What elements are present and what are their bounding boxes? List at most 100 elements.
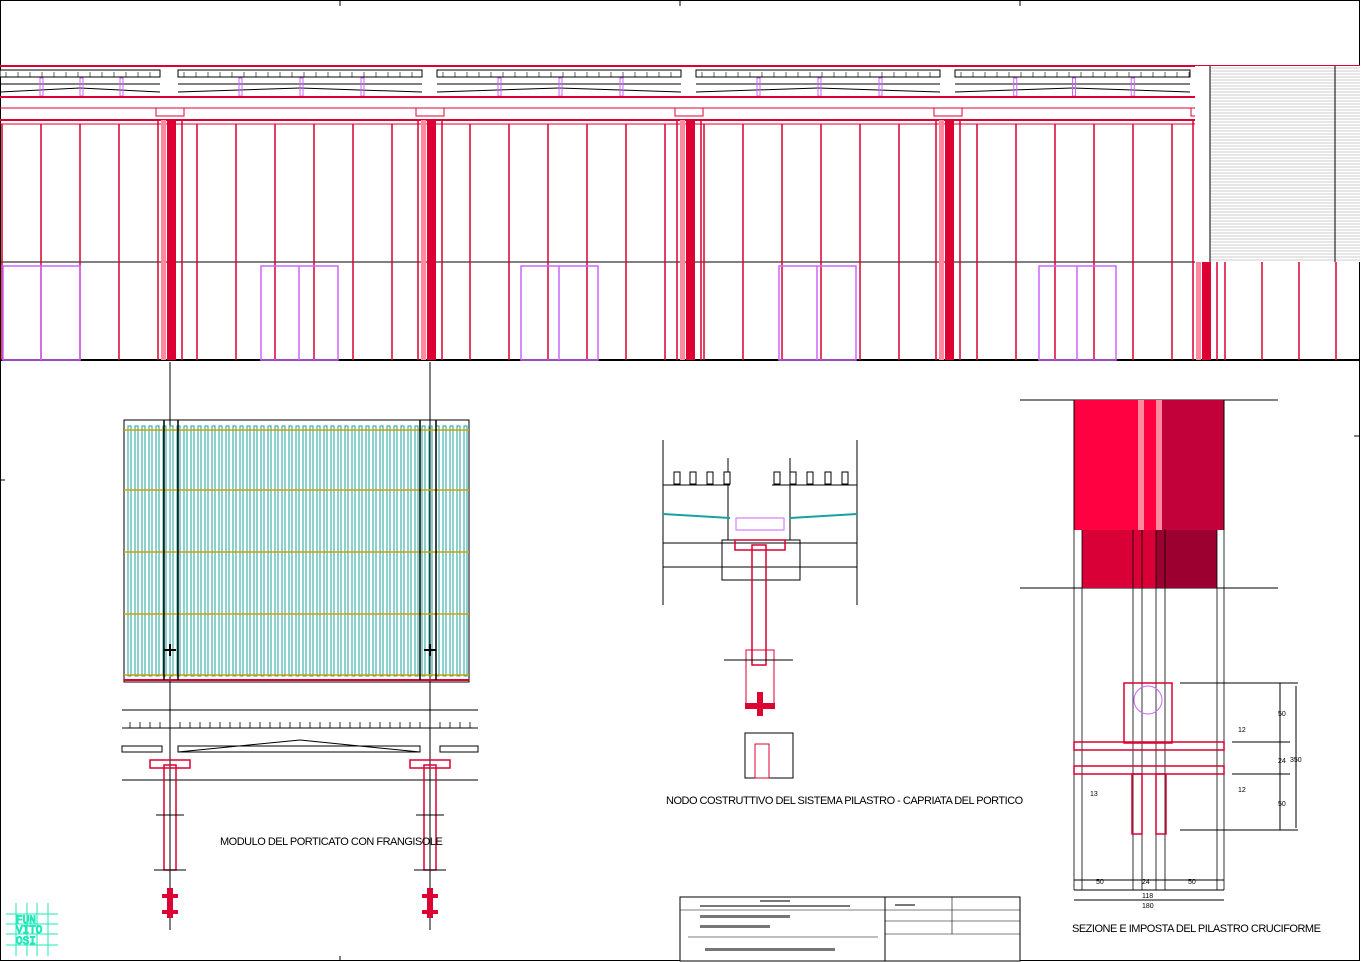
louver	[330, 425, 335, 677]
purlin	[689, 471, 697, 485]
louver	[218, 425, 223, 677]
louver	[239, 425, 244, 677]
louver	[253, 425, 258, 677]
glass-support	[299, 77, 304, 97]
louver	[127, 425, 132, 677]
column-truss-node-detail	[662, 440, 858, 779]
louver	[407, 425, 412, 677]
louver	[351, 425, 356, 677]
louver	[449, 425, 454, 677]
column-head	[149, 759, 191, 769]
dim-base-left: 50	[1096, 879, 1104, 886]
louver	[169, 425, 174, 677]
louver	[183, 425, 188, 677]
louver	[372, 425, 377, 677]
glass-support	[39, 77, 44, 97]
column	[945, 120, 954, 360]
glass-support	[1013, 77, 1018, 97]
glass-support	[1130, 77, 1135, 97]
base-plate	[167, 888, 173, 918]
logo-line-1: FUN	[16, 915, 36, 927]
purlin	[841, 471, 849, 485]
gutter	[735, 517, 785, 531]
dim-base-total: 180	[1142, 903, 1154, 910]
louver	[379, 425, 384, 677]
column-cap	[415, 107, 445, 117]
column-cap	[155, 107, 185, 117]
dim-top: 50	[1278, 711, 1286, 718]
logo-line-3: OSI	[16, 936, 36, 948]
louver	[386, 425, 391, 677]
section-dimensions: 50 24 50 350 12 12 13 50 24 50 118 180	[1090, 711, 1302, 910]
column	[751, 544, 767, 666]
base-anchor	[757, 692, 763, 716]
purlin	[789, 471, 797, 485]
column-light	[680, 120, 685, 360]
louver	[344, 425, 349, 677]
louver	[274, 425, 279, 677]
column-lower-dark	[1156, 530, 1217, 588]
truss	[299, 739, 421, 753]
roof-slab	[439, 745, 479, 753]
dim-base-mid: 24	[1142, 879, 1150, 886]
louver	[232, 425, 237, 677]
title-block	[679, 896, 1021, 962]
column-face-dark	[1156, 400, 1224, 530]
column-slot	[1156, 400, 1162, 530]
dim-gap-top: 12	[1238, 727, 1246, 734]
column-cap	[933, 107, 963, 117]
cap-plate	[734, 539, 786, 551]
glass-support	[878, 77, 883, 97]
column-cap	[674, 107, 704, 117]
roof-slab	[177, 745, 421, 753]
louver	[134, 425, 139, 677]
bolt-circle	[1133, 685, 1163, 715]
glass-support	[817, 77, 822, 97]
base-plate	[162, 894, 178, 898]
column	[167, 120, 176, 360]
louver	[302, 425, 307, 677]
roof-panel	[954, 69, 1191, 78]
louver	[288, 425, 293, 677]
louver	[267, 425, 272, 677]
base-plate	[422, 894, 438, 898]
base-plate-top	[1073, 741, 1225, 751]
purlin	[723, 471, 731, 485]
louver	[260, 425, 265, 677]
louver	[456, 425, 461, 677]
column-light	[939, 120, 944, 360]
louver	[281, 425, 286, 677]
anchor	[754, 743, 770, 779]
louver	[246, 425, 251, 677]
glass-support	[619, 77, 624, 97]
upper-flange	[1123, 682, 1173, 744]
node-block	[721, 539, 801, 581]
column-head	[409, 759, 451, 769]
portico-module-plan	[121, 362, 479, 930]
louver	[442, 425, 447, 677]
dim-base-right: 50	[1188, 879, 1196, 886]
column-light	[421, 120, 426, 360]
caption-module: MODULO DEL PORTICATO CON FRANGISOLE	[220, 836, 442, 848]
purlin	[673, 471, 681, 485]
dim-base-a: 118	[1142, 893, 1153, 900]
roof-panel	[695, 69, 941, 78]
purlin	[824, 471, 832, 485]
roof-panel	[0, 69, 161, 78]
louver	[295, 425, 300, 677]
dim-gap-bottom: 12	[1238, 787, 1246, 794]
glass-support	[558, 77, 563, 97]
lower-web	[1155, 773, 1167, 835]
logo: FUN VITO OSI	[6, 903, 58, 956]
louver	[400, 425, 405, 677]
roof-panel	[436, 69, 682, 78]
glass-support	[756, 77, 761, 97]
louver	[155, 425, 160, 677]
louver	[141, 425, 146, 677]
column-light	[161, 120, 166, 360]
louver	[358, 425, 363, 677]
louver	[428, 425, 433, 677]
louver	[211, 425, 216, 677]
purlin	[806, 471, 814, 485]
glass-support	[79, 77, 84, 97]
